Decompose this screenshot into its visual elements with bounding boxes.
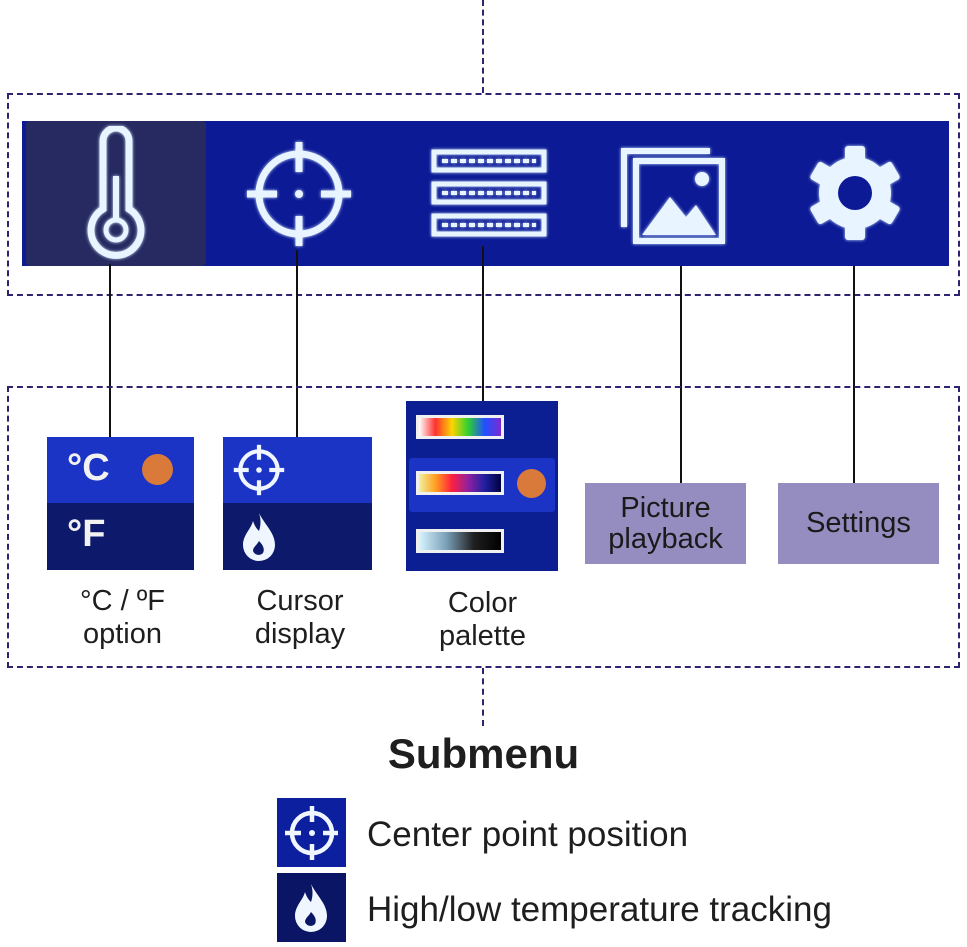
palette-caption-line1: Color [447, 587, 518, 619]
picture-playback-icon [621, 148, 725, 244]
center-point-option[interactable] [223, 437, 372, 503]
legend-icon-box-temperature-tracking [277, 873, 346, 942]
palette-option-rainbow[interactable] [406, 401, 558, 455]
selected-indicator-dot [517, 469, 546, 498]
menu-item-settings[interactable] [792, 121, 922, 266]
cursor-caption-line1: Cursor [256, 585, 344, 617]
unit-submenu-panel: °C °F [47, 437, 194, 570]
bottom-connector-line [482, 668, 484, 726]
palette-option-ironbow[interactable] [409, 458, 555, 512]
celsius-option[interactable]: °C [47, 437, 194, 503]
thermometer-icon [87, 126, 145, 259]
settings-label: Settings [806, 507, 911, 539]
selected-indicator-dot [142, 454, 173, 485]
temperature-tracking-option[interactable] [223, 503, 372, 570]
top-connector-line [482, 0, 484, 93]
crosshair-icon [247, 142, 351, 246]
picture-playback-label-line1: Picture [620, 491, 711, 524]
palette-option-grayscale[interactable] [406, 515, 558, 569]
fahrenheit-option[interactable]: °F [47, 503, 194, 570]
connector-line-cursor [296, 250, 298, 437]
connector-line-unit [109, 264, 111, 437]
settings-label-box: Settings [778, 483, 939, 564]
picture-playback-label-box: Picture playback [585, 483, 746, 564]
flame-icon [243, 513, 275, 561]
flame-icon [295, 884, 327, 932]
connector-line-palette [482, 246, 484, 402]
legend-text-temperature-tracking: High/low temperature tracking [367, 890, 832, 929]
submenu-frame [7, 386, 960, 668]
crosshair-icon [285, 806, 338, 860]
submenu-title: Submenu [387, 730, 580, 777]
main-menu-bar [22, 121, 949, 266]
cursor-caption-line2: display [254, 618, 346, 650]
menu-item-cursor[interactable] [222, 121, 372, 266]
picture-playback-label-line2: playback [608, 522, 723, 555]
palette-caption-line2: palette [438, 620, 527, 652]
palette-caption: Color palette [400, 587, 565, 653]
cursor-submenu-panel [223, 437, 372, 570]
menu-item-color-palette[interactable] [420, 121, 560, 266]
ironbow-palette-swatch [416, 471, 504, 495]
unit-caption-line1: °C / ºF [79, 585, 166, 617]
rainbow-palette-swatch [416, 415, 504, 439]
celsius-label: °C [67, 447, 110, 489]
connector-line-settings [853, 266, 855, 484]
grayscale-palette-swatch [416, 529, 504, 553]
palette-submenu-panel [406, 401, 558, 571]
legend-text-center-point: Center point position [367, 815, 689, 854]
connector-line-playback [680, 266, 682, 484]
unit-caption-line2: option [82, 618, 162, 650]
crosshair-icon [233, 444, 285, 496]
legend-icon-box-center-point [277, 798, 346, 867]
cursor-caption: Cursor display [215, 585, 385, 651]
menu-item-temperature-unit[interactable] [26, 121, 206, 266]
color-palette-icon [431, 149, 547, 237]
fahrenheit-label: °F [67, 513, 106, 555]
unit-caption: °C / ºF option [40, 585, 205, 651]
gear-icon [810, 146, 900, 240]
menu-item-picture-playback[interactable] [602, 121, 742, 266]
